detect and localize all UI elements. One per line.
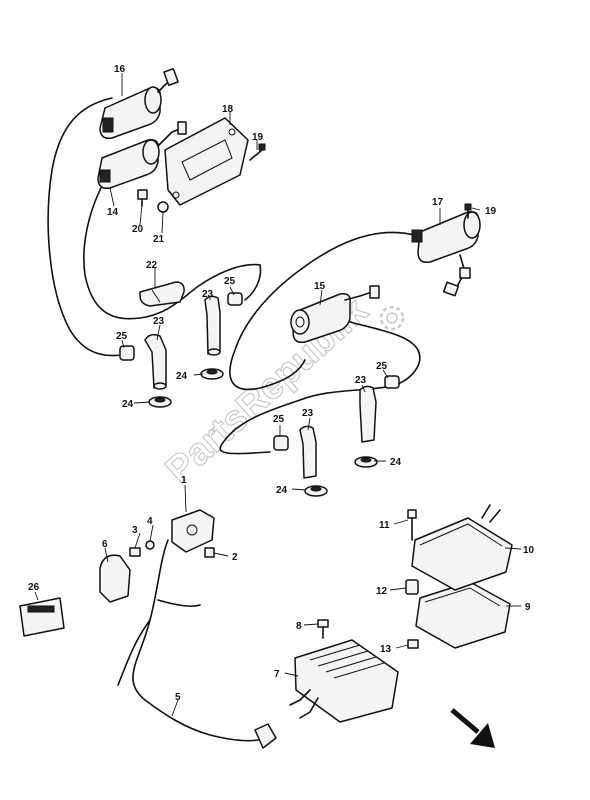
callout-23: 23 (202, 289, 214, 300)
ignition-coil-16 (99, 67, 179, 140)
callout-7: 7 (274, 669, 280, 680)
ignition-coil-15 (290, 285, 380, 344)
cap-25-left (119, 345, 135, 361)
callout-25: 25 (224, 276, 236, 287)
nut-13 (407, 639, 419, 649)
ignition-coil-14 (97, 121, 187, 190)
callout-26: 26 (28, 582, 40, 593)
callout-25: 25 (116, 331, 128, 342)
callout-19: 19 (485, 206, 497, 217)
callout-5: 5 (175, 692, 181, 703)
callout-13: 13 (380, 644, 392, 655)
ht-lead-right-inner (219, 321, 421, 455)
callout-labels: 16 18 19 14 20 21 22 25 23 25 23 24 24 1… (28, 64, 535, 703)
cover-6 (99, 554, 131, 603)
gear-icon (379, 305, 405, 331)
callout-14: 14 (107, 207, 119, 218)
plug-cap-23-right (359, 385, 377, 443)
cap-25-right (384, 375, 400, 389)
seal-24-left (148, 396, 172, 408)
callout-4: 4 (147, 516, 153, 527)
spacer-12 (405, 579, 419, 595)
wire-5-branch-2 (157, 599, 201, 607)
callout-9: 9 (525, 602, 531, 613)
wire-5-branch (117, 619, 151, 686)
wire-5 (132, 539, 259, 742)
callout-18: 18 (222, 104, 234, 115)
ignition-coil-17 (411, 210, 481, 297)
cap-25-mid (273, 435, 289, 451)
callout-19: 19 (252, 132, 264, 143)
screw-2 (204, 547, 215, 558)
connector-5 (254, 723, 277, 749)
bolt-19-right (464, 203, 472, 219)
cap-25-upper (227, 292, 243, 306)
callout-24: 24 (176, 371, 188, 382)
callout-11: 11 (379, 520, 390, 531)
ignitor-unit-10 (411, 504, 513, 591)
bolt-20 (137, 189, 148, 207)
plug-cap-23-mid (299, 425, 317, 479)
callout-25: 25 (273, 414, 285, 425)
callout-21: 21 (153, 234, 165, 245)
callout-24: 24 (122, 399, 134, 410)
arrow-down-right-icon (450, 708, 495, 748)
coil-bracket-18 (164, 117, 249, 206)
seal-24-upper (200, 368, 224, 380)
screw-8 (317, 619, 329, 639)
callout-20: 20 (132, 224, 144, 235)
ht-lead-left-outer (47, 97, 123, 357)
callout-25: 25 (376, 361, 388, 372)
ht-lead-right-upper (244, 264, 262, 301)
callout-24: 24 (276, 485, 288, 496)
grommet-3 (129, 547, 141, 557)
callout-3: 3 (132, 525, 138, 536)
callout-8: 8 (296, 621, 302, 632)
seal-24-right (354, 456, 378, 468)
callout-12: 12 (376, 586, 388, 597)
callout-22: 22 (146, 260, 158, 271)
callout-15: 15 (314, 281, 326, 292)
callout-6: 6 (102, 539, 108, 550)
clip-4 (145, 540, 155, 550)
pickup-sensor-1 (171, 509, 215, 553)
bolt-11 (407, 509, 417, 541)
seal-24-mid (304, 485, 328, 497)
callout-1: 1 (181, 475, 187, 486)
callout-16: 16 (114, 64, 126, 75)
ht-lead-right-outer (229, 231, 419, 391)
bolt-19-upper (249, 143, 266, 161)
relay-26 (19, 597, 65, 637)
callout-23: 23 (355, 375, 367, 386)
clamp-22 (139, 281, 185, 307)
callout-23: 23 (153, 316, 165, 327)
plug-cap-23-upper (204, 295, 221, 356)
callout-23: 23 (302, 408, 314, 419)
ignitor-unit-9 (415, 581, 511, 649)
nut-21 (157, 201, 169, 213)
callout-17: 17 (432, 197, 444, 208)
ht-lead-left-inner (83, 171, 261, 320)
callout-24: 24 (390, 457, 402, 468)
leader-lines (34, 73, 522, 717)
regulator-7 (289, 639, 399, 723)
callout-2: 2 (232, 552, 238, 563)
plug-cap-23-left (144, 333, 167, 390)
callout-10: 10 (523, 545, 535, 556)
